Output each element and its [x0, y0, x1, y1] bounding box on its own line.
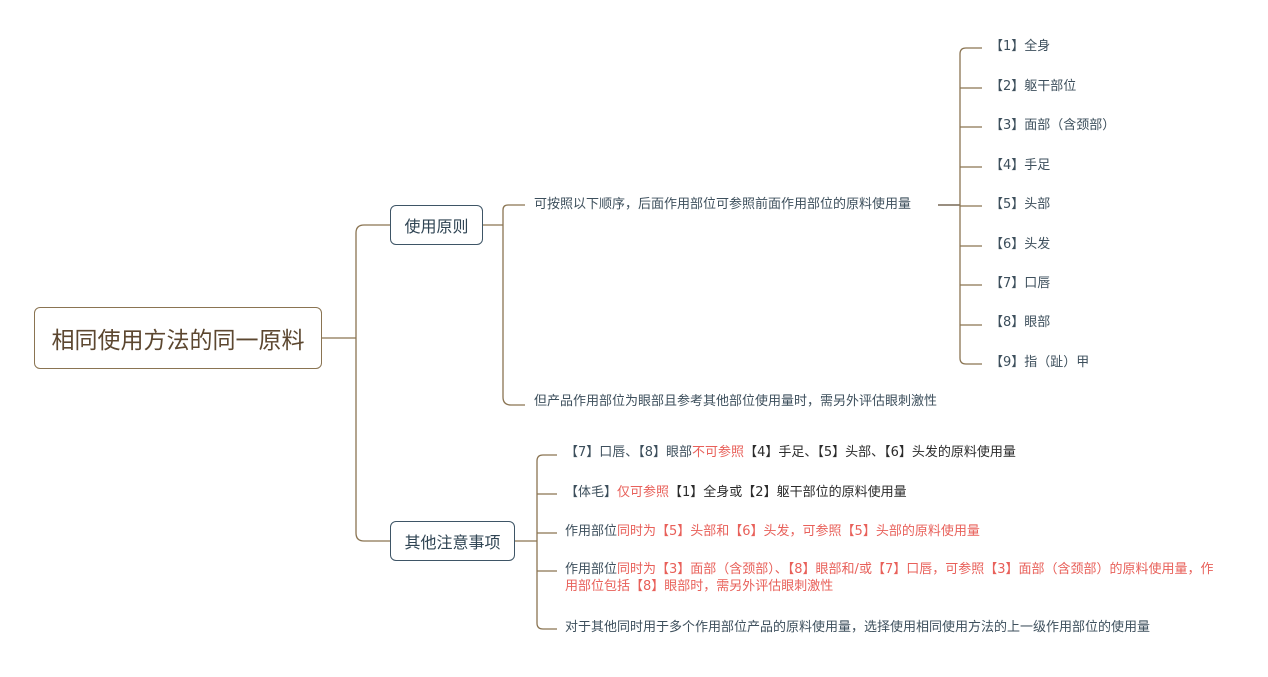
- branch-principles-label: 使用原则: [404, 217, 469, 236]
- connector-order-spine: [959, 47, 982, 365]
- order-item-2: 【2】躯干部位: [990, 79, 1077, 94]
- note-item-3: 作用部位同时为【5】头部和【6】头发，可参照【5】头部的原料使用量: [565, 523, 980, 540]
- note-4-subject: 作用部位: [565, 562, 618, 577]
- branch-notes[interactable]: 其他注意事项: [390, 521, 515, 561]
- note-1-subject: 【7】口唇、【8】眼部: [565, 445, 693, 460]
- order-item-6: 【6】头发: [990, 237, 1051, 252]
- root-topic[interactable]: 相同使用方法的同一原料: [34, 307, 322, 369]
- order-item-5: 【5】头部: [990, 197, 1051, 212]
- note-item-4: 作用部位同时为【3】面部（含颈部）、【8】眼部和/或【7】口唇，可参照【3】面部…: [565, 561, 1225, 595]
- note-5-text: 对于其他同时用于多个作用部位产品的原料使用量，选择使用相同使用方法的上一级作用部…: [565, 620, 1151, 635]
- note-item-2: 【体毛】仅可参照【1】全身或【2】躯干部位的原料使用量: [565, 484, 907, 501]
- order-item-1: 【1】全身: [990, 39, 1051, 54]
- note-item-1: 【7】口唇、【8】眼部不可参照【4】手足、【5】头部、【6】头发的原料使用量: [565, 444, 1016, 461]
- eye-note: 但产品作用部位为眼部且参考其他部位使用量时，需另外评估眼刺激性: [534, 394, 938, 409]
- note-3-rule: 同时为【5】头部和【6】头发，可参照【5】头部的原料使用量: [617, 524, 980, 539]
- note-4-rule: 同时为【3】面部（含颈部）、【8】眼部和/或【7】口唇，可参照【3】面部（含颈部…: [565, 562, 1214, 594]
- order-item-7: 【7】口唇: [990, 276, 1051, 291]
- connector-principles-down: [502, 225, 525, 406]
- branch-notes-label: 其他注意事项: [404, 533, 501, 552]
- order-item-9: 【9】指（趾）甲: [990, 355, 1090, 370]
- order-item-8: 【8】眼部: [990, 315, 1051, 330]
- note-2-subject: 【体毛】: [565, 485, 618, 500]
- note-1-rule: 不可参照: [692, 445, 745, 460]
- connector-principles-up: [502, 204, 525, 225]
- connector-notes-ticks: [537, 493, 557, 572]
- connector-root-to-principles: [355, 224, 390, 338]
- connector-root-to-notes: [355, 338, 390, 542]
- note-1-target: 【4】手足、【5】头部、【6】头发的原料使用量: [744, 445, 1016, 460]
- order-item-3: 【3】面部（含颈部）: [990, 118, 1116, 133]
- sequence-note: 可按照以下顺序，后面作用部位可参照前面作用部位的原料使用量: [534, 197, 912, 212]
- order-item-4: 【4】手足: [990, 158, 1051, 173]
- note-2-target: 【1】全身或【2】躯干部位的原料使用量: [669, 485, 907, 500]
- branch-principles[interactable]: 使用原则: [390, 205, 483, 245]
- connector-order-ticks: [960, 87, 982, 326]
- note-2-rule: 仅可参照: [617, 485, 670, 500]
- connector-notes-spine: [536, 454, 557, 630]
- note-3-subject: 作用部位: [565, 524, 618, 539]
- note-item-5: 对于其他同时用于多个作用部位产品的原料使用量，选择使用相同使用方法的上一级作用部…: [565, 619, 1150, 636]
- root-title: 相同使用方法的同一原料: [51, 328, 305, 354]
